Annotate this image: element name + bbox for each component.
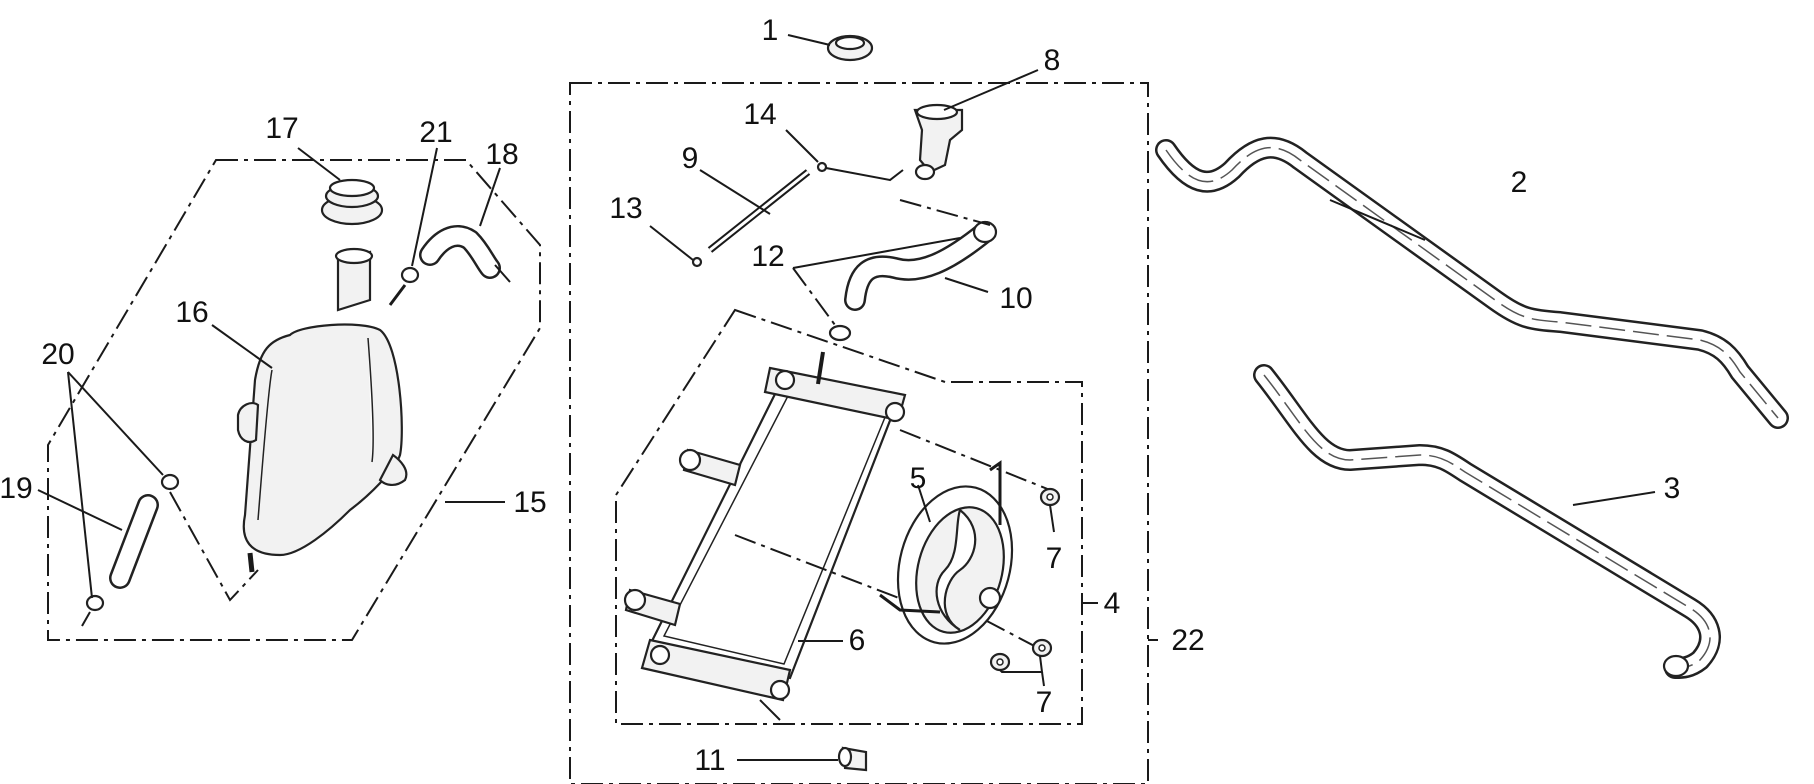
leader-20-tip: [81, 611, 91, 627]
leader-3: [1572, 491, 1656, 506]
leader-5: [917, 484, 931, 523]
hose-19: [109, 494, 159, 589]
callout-9: 9: [682, 142, 699, 175]
radiator-core: [623, 351, 907, 721]
leader-20-a: [67, 371, 93, 599]
callout-7-lower: 7: [1036, 686, 1053, 719]
reservoir-tank: [236, 247, 408, 573]
clamp-12: [828, 324, 852, 342]
callout-1: 1: [762, 14, 779, 47]
callout-12: 12: [751, 240, 784, 273]
hose-2: [1155, 136, 1789, 429]
callout-15: 15: [513, 486, 546, 519]
leader-7-upper: [1049, 504, 1055, 533]
callout-17: 17: [265, 112, 298, 145]
callout-16: 16: [175, 296, 208, 329]
leader-16: [211, 324, 273, 369]
hose-3: [1253, 364, 1721, 679]
filler-neck: [913, 103, 964, 181]
callout-8: 8: [1044, 44, 1061, 77]
tank-nipple: [388, 284, 407, 306]
cooling-fan: [879, 460, 1014, 645]
hose-10: [844, 220, 998, 311]
leader-21: [411, 147, 438, 267]
nut-7-lower-a: [1031, 638, 1053, 658]
leader-8: [943, 69, 1039, 111]
callout-19: 19: [0, 472, 33, 505]
leader-12-clamp: [792, 267, 836, 326]
callout-10: 10: [999, 282, 1032, 315]
callout-4: 4: [1104, 587, 1121, 620]
leader-19: [37, 489, 123, 531]
leader-17: [297, 147, 341, 181]
callout-22: 22: [1171, 624, 1204, 657]
callout-18: 18: [485, 138, 518, 171]
tank-cap: [320, 178, 384, 226]
clamp-20-lower: [85, 594, 105, 612]
hose-18: [419, 225, 511, 283]
drain-bolt: [837, 746, 868, 772]
leader-2: [1329, 199, 1426, 241]
leader-6-fan-mid: [734, 534, 931, 611]
leader-14-8: [825, 167, 904, 182]
callout-6: 6: [849, 624, 866, 657]
leader-13: [649, 225, 694, 261]
group-22-boundary: [569, 82, 1149, 784]
leader-12: [792, 237, 961, 269]
callout-13: 13: [609, 192, 642, 225]
radiator-cap: [826, 34, 874, 62]
group-15-boundary: [47, 159, 541, 641]
leader-14: [785, 129, 819, 163]
leader-7-lower: [999, 655, 1044, 673]
leader-20-b: [67, 371, 164, 476]
pipe-9: [707, 169, 811, 253]
callout-14: 14: [743, 98, 776, 131]
callout-3: 3: [1664, 472, 1681, 505]
callout-5: 5: [910, 462, 927, 495]
leader-8-10: [899, 199, 991, 226]
callout-7-upper: 7: [1046, 542, 1063, 575]
leader-20-tank: [169, 491, 259, 602]
clamp-14: [816, 161, 828, 173]
leader-18: [479, 167, 501, 227]
clamp-20-upper: [160, 473, 180, 491]
group-4-boundary: [615, 308, 1083, 725]
leader-1: [787, 34, 831, 46]
leader-9: [699, 169, 771, 215]
leader-10: [944, 277, 989, 293]
callout-11: 11: [694, 744, 725, 777]
leader-7-stem: [1041, 671, 1045, 687]
leader-6-fan-top: [899, 429, 1051, 491]
callout-2: 2: [1511, 166, 1528, 199]
callout-20: 20: [41, 338, 74, 371]
clamp-13: [691, 256, 703, 268]
nut-7-lower-b: [989, 652, 1011, 672]
nut-7-upper: [1039, 487, 1061, 507]
clamp-21: [400, 266, 420, 284]
callout-21: 21: [419, 116, 452, 149]
